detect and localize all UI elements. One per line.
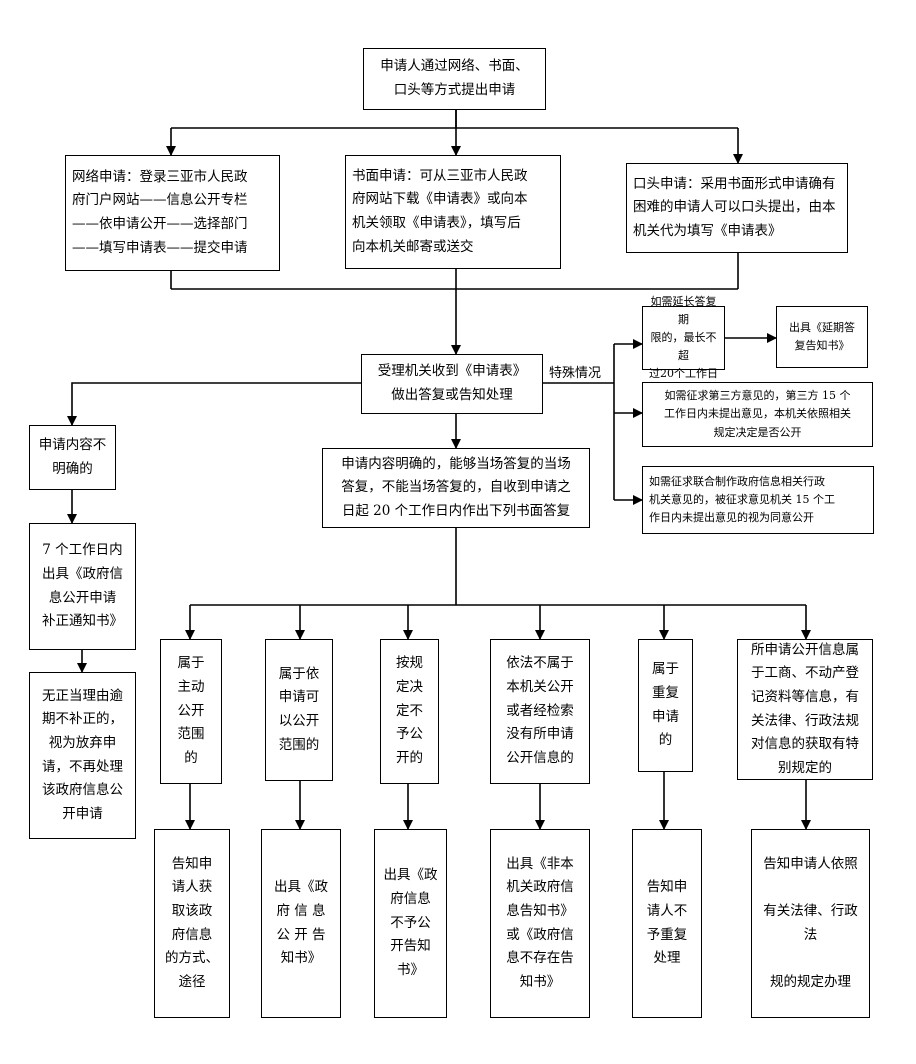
- joint-node: 如需征求联合制作政府信息相关行政 机关意见的，被征求意见机关 15 个工 作日内…: [642, 466, 874, 534]
- clear-content-node: 申请内容明确的，能够当场答复的当场 答复，不能当场答复的，自收到申请之 日起 2…: [322, 448, 590, 528]
- edge-to-unclear: [67, 382, 361, 426]
- oral-application-node: 口头申请：采用书面形式申请确有 困难的申请人可以口头提出，由本 机关代为填写《申…: [626, 163, 848, 253]
- result-no-repeat-processing: 告知申 请人不 予重复 处理: [632, 829, 702, 1018]
- category-repeat-application: 属于 重复 申请 的: [638, 639, 693, 772]
- result-disclosure-notice: 出具《政 府 信 息 公 开 告 知书》: [261, 829, 341, 1018]
- third-party-node: 如需征求第三方意见的，第三方 15 个 工作日内未提出意见，本机关依照相关 规定…: [642, 382, 873, 447]
- category-on-application: 属于依 申请可 以公开 范围的: [265, 639, 333, 781]
- category-active-disclosure: 属于 主动 公开 范围 的: [160, 639, 222, 784]
- extend-notice-node: 出具《延期答 复告知书》: [776, 306, 868, 368]
- category-not-disclosed: 按规 定决 定不 予公 开的: [380, 639, 439, 784]
- special-situation-label: 特殊情况: [549, 366, 602, 381]
- result-follow-regulations: 告知申请人依照 有关法律、行政法 规的规定办理: [751, 829, 870, 1018]
- written-application-node: 书面申请：可从三亚市人民政 府网站下载《申请表》或向本 机关领取《申请表》，填写…: [345, 155, 561, 269]
- receive-node: 受理机关收到《申请表》 做出答复或告知处理: [361, 354, 543, 414]
- category-special-regulation: 所申请公开信息属 于工商、不动产登 记资料等信息，有 关法律、行政法规 对信息的…: [737, 639, 873, 780]
- unclear-node: 申请内容不 明确的: [29, 425, 116, 490]
- result-inform-method: 告知申 请人获 取该政 府信息 的方式、 途径: [154, 829, 230, 1018]
- result-non-disclosure-notice: 出具《政 府信息 不予公 开告知 书》: [374, 829, 447, 1018]
- online-application-node: 网络申请：登录三亚市人民政 府门户网站——信息公开专栏 ——依申请公开——选择部…: [65, 155, 280, 271]
- category-not-this-agency: 依法不属于 本机关公开 或者经检索 没有所申请 公开信息的: [490, 639, 590, 784]
- start-node: 申请人通过网络、书面、 口头等方式提出申请: [363, 48, 546, 110]
- extend-node: 如需延长答复期 限的，最长不超 过20个工作日: [642, 295, 725, 380]
- result-not-exist-notice: 出具《非本 机关政府信 息告知书》 或《政府信 息不存在告 知书》: [490, 829, 590, 1018]
- abandon-node: 无正当理由逾 期不补正的， 视为放弃申 请，不再处理 该政府信息公 开申请: [29, 672, 136, 839]
- correction-notice-node: 7 个工作日内 出具《政府信 息公开申请 补正通知书》: [29, 523, 136, 650]
